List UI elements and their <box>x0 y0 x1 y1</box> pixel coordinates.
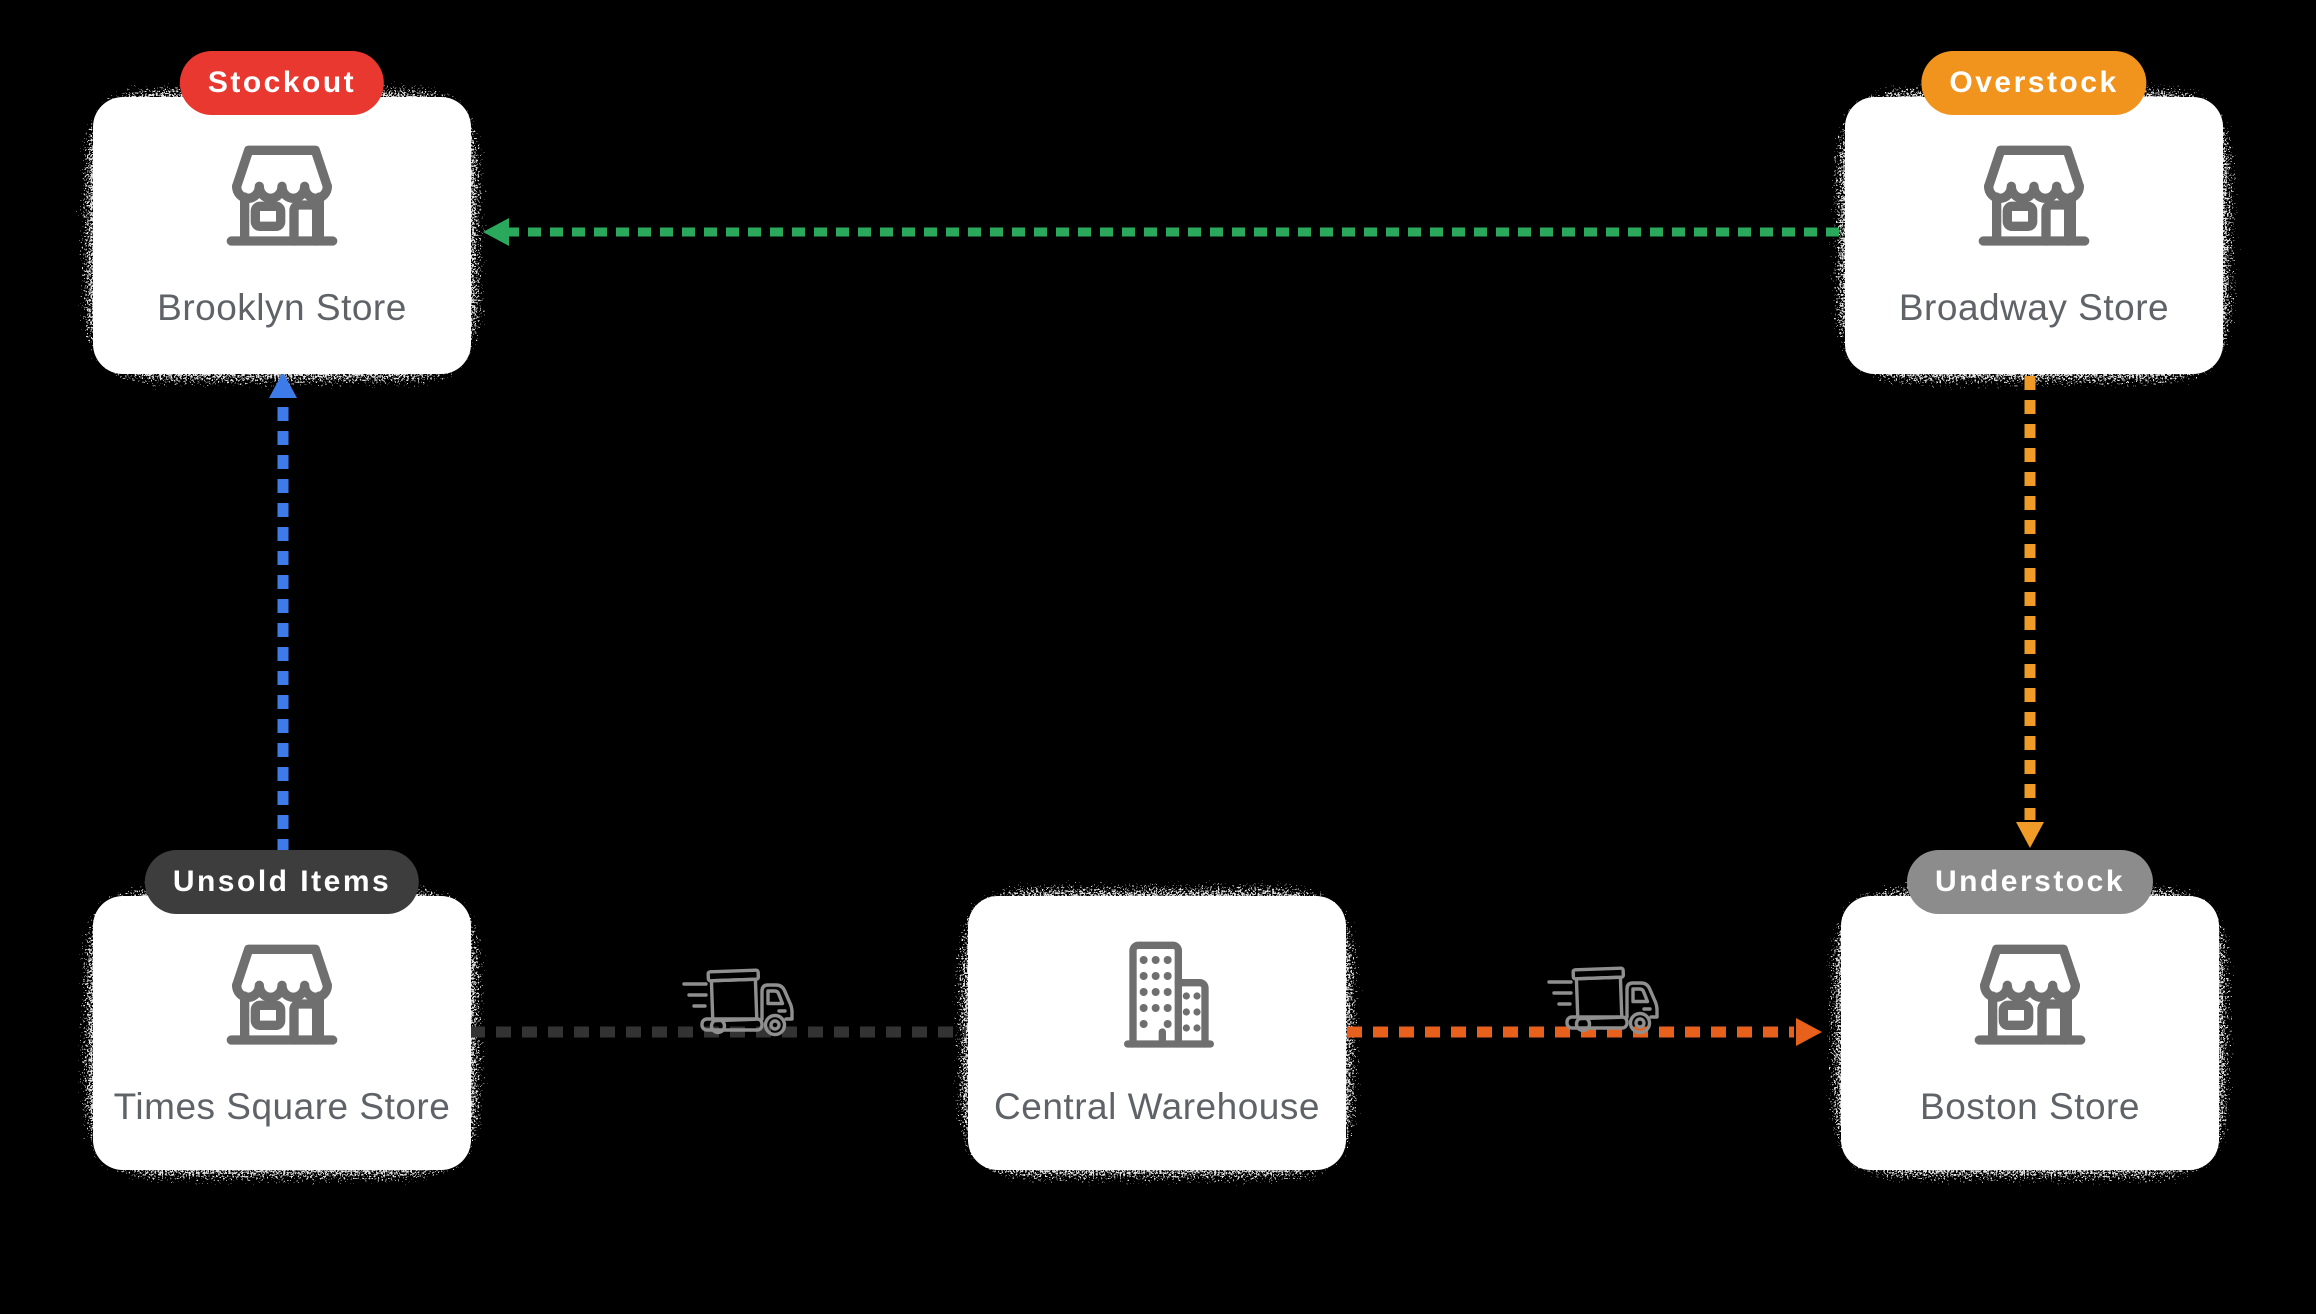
arrowhead-up <box>269 372 297 398</box>
delivery-truck-icon <box>1547 966 1659 1035</box>
delivery-truck-icon <box>682 968 794 1037</box>
status-badge-stockout: Stockout <box>179 51 385 115</box>
node-boston-store[interactable]: Understock Boston Store <box>1841 850 2219 1170</box>
edge-broadway-to-boston <box>2016 376 2044 848</box>
node-central-warehouse[interactable]: Central Warehouse <box>968 896 1346 1170</box>
edge-times-square-to-central-warehouse <box>470 968 966 1038</box>
node-brooklyn-store[interactable]: Stockout Brooklyn Store <box>93 51 471 374</box>
status-badge-unsold-items: Unsold Items <box>144 850 420 914</box>
node-label: Broadway Store <box>1898 287 2170 328</box>
node-label: Boston Store <box>1920 1086 2140 1127</box>
node-times-square-store[interactable]: Unsold Items Times Square Store <box>93 850 471 1170</box>
node-label: Brooklyn Store <box>157 287 407 328</box>
node-label: Times Square Store <box>113 1086 451 1127</box>
storefront-icon <box>218 932 346 1060</box>
storefront-icon <box>1970 133 2098 261</box>
status-badge-understock: Understock <box>1906 850 2154 914</box>
status-badge-overstock: Overstock <box>1921 51 2147 115</box>
warehouse-buildings-icon <box>1093 932 1221 1060</box>
edge-broadway-to-brooklyn <box>483 218 1843 246</box>
arrowhead-left <box>483 218 509 246</box>
node-label: Central Warehouse <box>994 1086 1320 1127</box>
edge-central-warehouse-to-boston <box>1347 966 1822 1046</box>
arrowhead-right <box>1796 1018 1822 1046</box>
storefront-icon <box>1966 932 2094 1060</box>
storefront-icon <box>218 133 346 261</box>
edge-times-square-to-brooklyn <box>269 372 297 853</box>
arrowhead-down <box>2016 822 2044 848</box>
node-broadway-store[interactable]: Overstock Broadway Store <box>1845 51 2223 374</box>
